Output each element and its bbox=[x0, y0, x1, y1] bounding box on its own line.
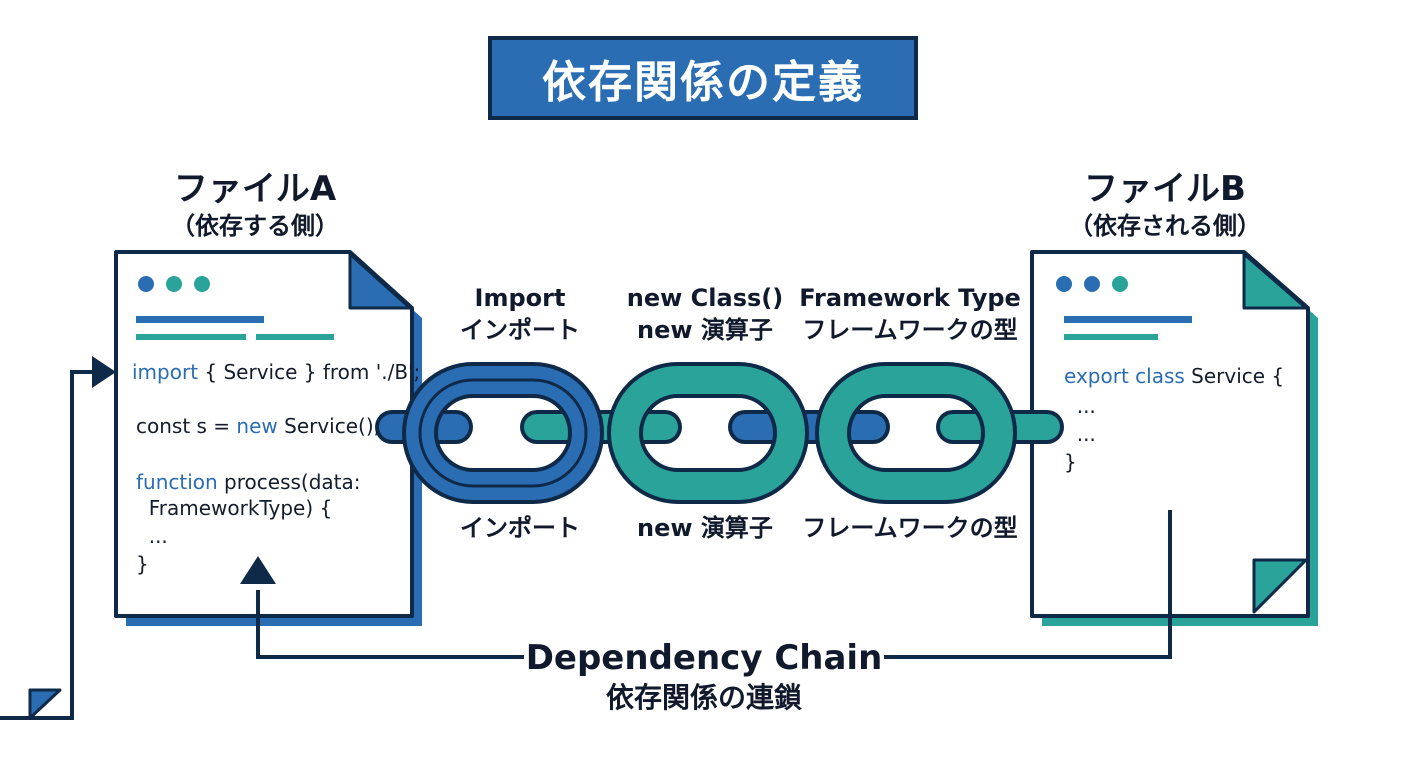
page-title: 依存関係の定義 bbox=[542, 57, 864, 108]
file-b-heading: ファイルB （依存される側） bbox=[1040, 168, 1290, 242]
chain-label-en: Import bbox=[474, 284, 566, 312]
chain-label-ja: フレームワークの型 bbox=[802, 316, 1018, 344]
dependency-chain-label: Dependency Chain 依存関係の連鎖 bbox=[504, 636, 904, 716]
chain-label-new-bottom: new 演算子 bbox=[600, 512, 810, 544]
file-b-code-line-4: } bbox=[1064, 450, 1077, 474]
chain-link-3 bbox=[815, 362, 1017, 504]
dependency-chain-arrowhead bbox=[240, 556, 276, 584]
file-a-document-icon bbox=[114, 250, 422, 626]
chain-label-en: Framework Type bbox=[799, 284, 1021, 312]
file-b-role: （依存される側） bbox=[1069, 212, 1261, 240]
code-text: Service { bbox=[1184, 364, 1285, 388]
code-keyword: export class bbox=[1064, 364, 1185, 388]
chain-label-ja: new 演算子 bbox=[637, 514, 773, 542]
chain-link-2 bbox=[607, 362, 809, 504]
chain-link-1 bbox=[402, 362, 604, 504]
code-keyword: import bbox=[132, 360, 199, 384]
chain-label-en: new Class() bbox=[626, 284, 784, 312]
chain-label-import-top: Import インポート bbox=[430, 282, 610, 346]
file-b-document-icon bbox=[1030, 250, 1318, 626]
chain-label-new-top: new Class() new 演算子 bbox=[600, 282, 810, 346]
chain-label-framework-bottom: フレームワークの型 bbox=[790, 512, 1030, 544]
title-box: 依存関係の定義 bbox=[488, 36, 918, 120]
chain-label-ja: インポート bbox=[460, 514, 580, 542]
file-a-code-line-6: } bbox=[136, 552, 149, 576]
chain-label-ja: new 演算子 bbox=[637, 316, 773, 344]
incoming-arrow-line bbox=[0, 370, 96, 720]
incoming-arrowhead bbox=[92, 356, 116, 388]
file-b-code-line-1: export class Service { bbox=[1064, 364, 1284, 388]
code-keyword: new bbox=[236, 414, 278, 438]
file-b-code-line-2: ... bbox=[1064, 394, 1096, 418]
file-a-heading: ファイルA （依存する側） bbox=[130, 168, 380, 242]
file-a-name: ファイルA bbox=[173, 169, 337, 209]
file-b-name: ファイルB bbox=[1084, 169, 1246, 209]
dependency-chain-en: Dependency Chain bbox=[525, 638, 883, 678]
chain-label-ja: インポート bbox=[460, 316, 580, 344]
chain-bar-3 bbox=[728, 410, 890, 444]
dependency-chain-ja: 依存関係の連鎖 bbox=[605, 681, 802, 714]
file-a-code-line-5: ... bbox=[136, 524, 168, 548]
chain-label-import-bottom: インポート bbox=[430, 512, 610, 544]
chain-label-framework-top: Framework Type フレームワークの型 bbox=[790, 282, 1030, 346]
dependency-chain-line-left bbox=[256, 590, 524, 659]
file-a-code-line-4: FrameworkType) { bbox=[136, 496, 333, 520]
file-a-role: （依存する側） bbox=[171, 212, 339, 240]
code-keyword: function bbox=[136, 470, 218, 494]
file-a-code-line-1: import { Service } from './B'; bbox=[132, 360, 420, 384]
corner-page-icon bbox=[28, 688, 62, 720]
chain-label-ja: フレームワークの型 bbox=[802, 514, 1018, 542]
file-b-code-line-3: ... bbox=[1064, 422, 1096, 446]
code-text: Service(); bbox=[277, 414, 381, 438]
dependency-chain-line-right bbox=[884, 510, 1172, 659]
file-a-code-line-2: const s = new Service(); bbox=[136, 414, 380, 438]
code-text: const s = bbox=[136, 414, 237, 438]
code-text: { Service } from './B'; bbox=[198, 360, 421, 384]
file-a-code-line-3: function process(data: bbox=[136, 470, 361, 494]
code-text: process(data: bbox=[217, 470, 361, 494]
